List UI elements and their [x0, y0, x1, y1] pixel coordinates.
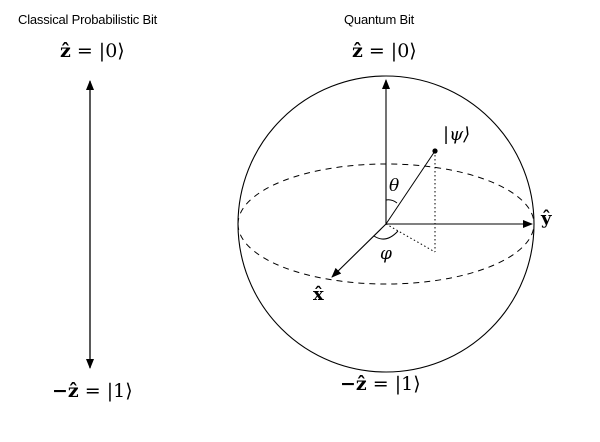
psi-projection-horizontal [385, 223, 436, 253]
classical-bottom-state-label: −ẑ = |1⟩ [52, 380, 133, 402]
bloch-bottom-state-label: −ẑ = |1⟩ [340, 373, 421, 395]
x-axis [331, 223, 387, 278]
x-axis-label: x̂ [313, 284, 324, 305]
theta-angle-label: θ [389, 176, 400, 196]
phi-angle-label: φ [380, 244, 392, 264]
bloch-top-state-label: ẑ = |0⟩ [352, 40, 417, 62]
neg-z-hat-symbol: −ẑ [52, 380, 79, 402]
state-zero-ket: = |0⟩ [70, 40, 125, 62]
psi-state-vector [385, 150, 436, 225]
z-hat-symbol: ẑ [60, 40, 71, 62]
neg-z-hat-symbol: −ẑ [340, 373, 367, 395]
quantum-bit-title: Quantum Bit [344, 12, 415, 27]
classical-top-state-label: ẑ = |0⟩ [60, 40, 125, 62]
state-zero-ket: = |0⟩ [362, 40, 417, 62]
y-axis-label: ŷ [541, 208, 552, 229]
theta-arc [385, 199, 398, 204]
equator-front [237, 223, 535, 285]
state-one-ket: = |1⟩ [366, 373, 421, 395]
z-hat-symbol: ẑ [352, 40, 363, 62]
classical-bit-title: Classical Probabilistic Bit [18, 12, 158, 27]
psi-state-label: |ψ⟩ [443, 124, 471, 145]
phi-arc [373, 230, 399, 240]
state-one-ket: = |1⟩ [78, 380, 133, 402]
